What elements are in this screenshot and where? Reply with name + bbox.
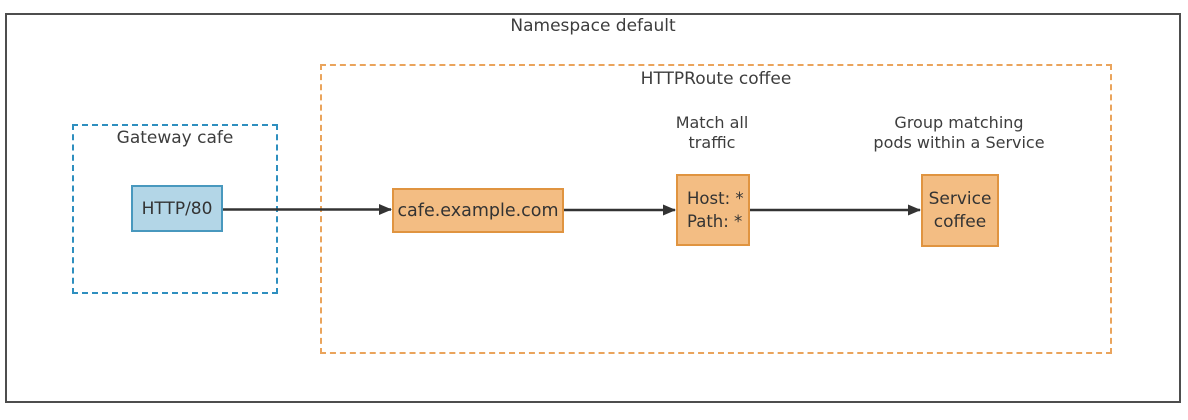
namespace-boundary-box (5, 13, 1181, 403)
host-rule-label: Host: * (687, 189, 744, 208)
match-annotation: Match all traffic (632, 113, 792, 153)
hostname-label: cafe.example.com (397, 200, 559, 221)
service-node: Service coffee (921, 174, 999, 247)
group-matching-annotation: Group matching pods within a Service (849, 113, 1069, 153)
hostname-node: cafe.example.com (392, 188, 564, 233)
namespace-label: Namespace default (510, 16, 676, 36)
gateway-listener-node: HTTP/80 (131, 185, 223, 232)
gateway-group-label: Gateway cafe (116, 128, 234, 148)
group-annotation-line2: pods within a Service (873, 133, 1045, 152)
group-annotation-line1: Group matching (894, 113, 1024, 132)
match-annotation-line2: traffic (688, 133, 736, 152)
service-label-line1: Service (928, 188, 992, 209)
gateway-listener-label: HTTP/80 (141, 198, 213, 219)
service-label-line2: coffee (933, 211, 987, 232)
path-rule-label: Path: * (687, 212, 743, 231)
httproute-group-label: HTTPRoute coffee (640, 69, 792, 89)
match-annotation-line1: Match all (675, 113, 749, 132)
match-rules-node: Host: * Path: * (676, 174, 750, 246)
